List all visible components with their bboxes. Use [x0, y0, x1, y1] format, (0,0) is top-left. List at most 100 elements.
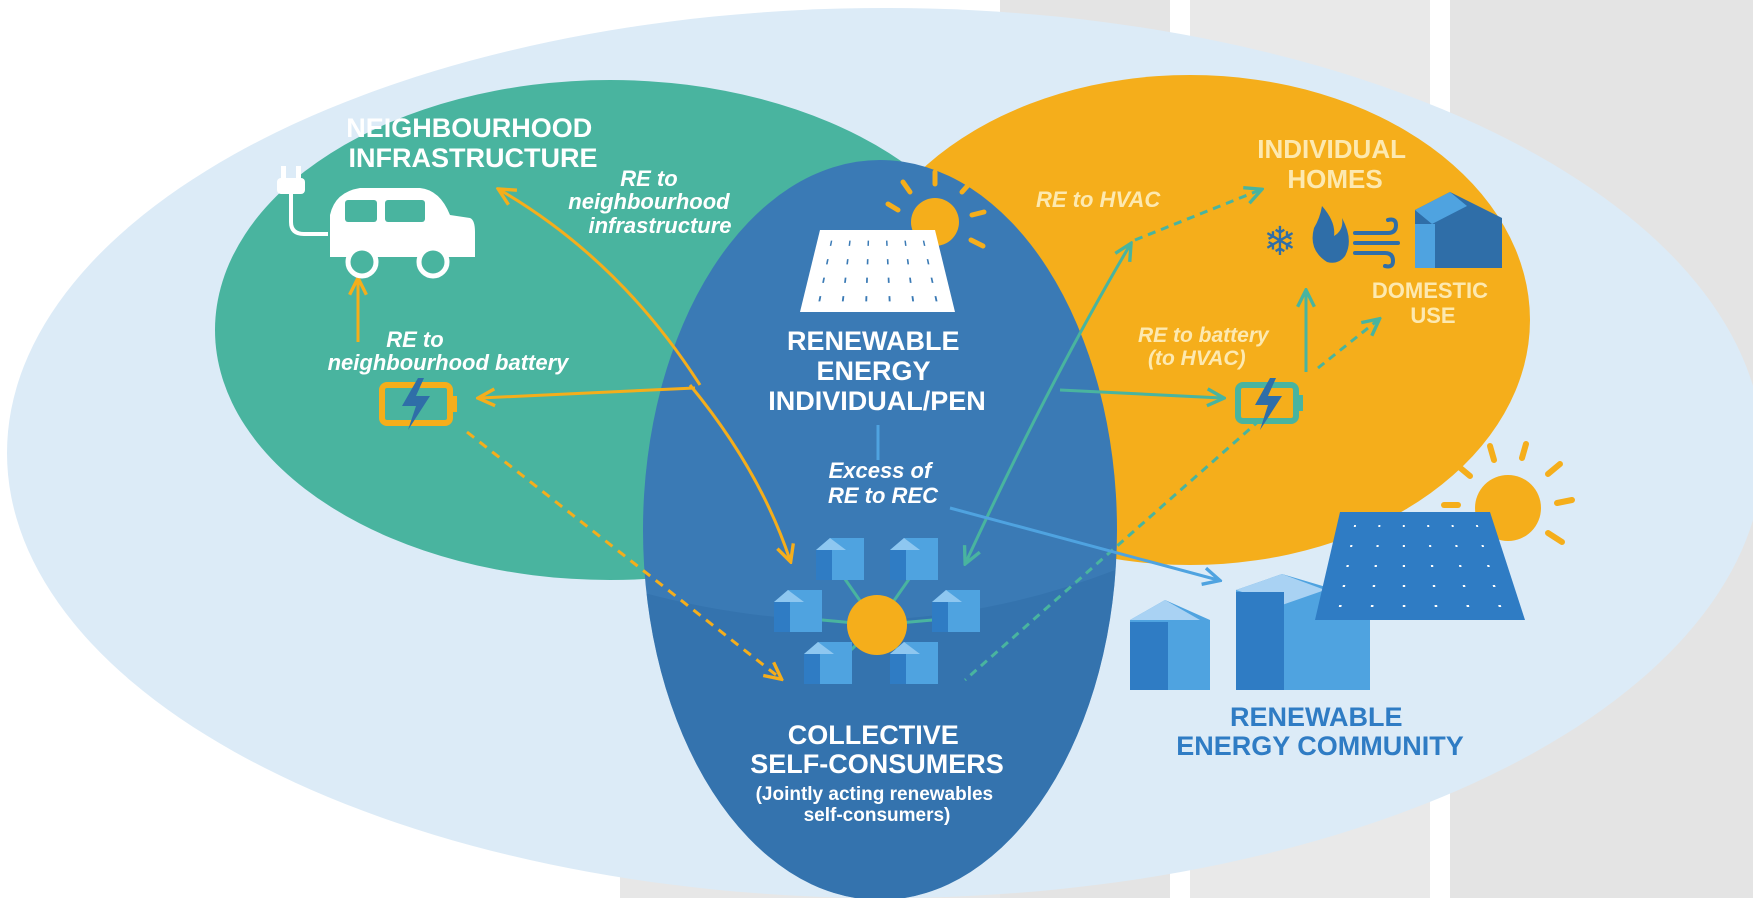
plug-icon	[277, 166, 328, 236]
house-icon	[1415, 192, 1502, 268]
solar-cell	[1402, 605, 1406, 607]
svg-text:INDIVIDUAL HOMES: INDIVIDUAL HOMES	[1257, 134, 1413, 194]
solar-cell	[887, 277, 890, 283]
domestic-use-line1: DOMESTIC	[1372, 278, 1488, 303]
solar-cell	[926, 259, 930, 265]
solar-cell	[867, 240, 870, 246]
pen-title-line1: RENEWABLE	[787, 326, 960, 356]
solar-cell	[1481, 545, 1485, 547]
homes-title-line2: HOMES	[1287, 164, 1382, 194]
community-houses	[774, 538, 980, 684]
solar-cell	[822, 277, 825, 283]
solar-cell	[1374, 565, 1377, 567]
arrow-re-to-nb-battery	[480, 386, 696, 398]
solar-cell	[1370, 605, 1374, 607]
svg-text:NEIGHBOURHOOD INFRASTRUCTU: NEIGHBOURHOOD INFRASTRUCTURE	[346, 113, 600, 173]
solar-cell	[886, 259, 889, 265]
solar-cell	[1462, 585, 1466, 587]
community-house	[816, 538, 864, 580]
re-to-battery-hvac-line2: (to HVAC)	[1148, 347, 1246, 370]
solar-cell	[934, 296, 938, 302]
solar-panel-icon-rec	[1315, 512, 1525, 620]
solar-cell	[1429, 545, 1432, 547]
arrow-re-to-infrastructure	[500, 190, 702, 386]
solar-cell	[1451, 525, 1454, 527]
arrow-nb-battery-to-collective	[466, 430, 780, 678]
collective-subtitle-line2: self-consumers)	[804, 805, 951, 826]
solar-cell	[1458, 565, 1462, 567]
re-to-nb-battery-line1: RE to	[386, 327, 443, 352]
solar-cell	[866, 277, 868, 283]
community-house	[890, 538, 938, 580]
wind-icon	[1353, 217, 1400, 269]
solar-cell	[911, 296, 915, 302]
community-house	[932, 590, 980, 632]
solar-cell	[1455, 545, 1458, 547]
arrow-hvac-dashed	[1134, 190, 1260, 242]
solar-cell	[1372, 585, 1376, 587]
neighbourhood-title-line1: NEIGHBOURHOOD	[346, 113, 592, 143]
solar-panel-cells-rec	[1338, 525, 1502, 607]
battery-icon-neighbourhood	[379, 378, 457, 430]
svg-text:RE to neighbourhood batter: RE to neighbourhood battery	[328, 327, 571, 375]
re-to-infra-line1: RE to	[620, 166, 677, 191]
pen-title-line2: ENERGY	[816, 356, 930, 386]
ev-car-icon	[330, 188, 475, 279]
solar-cell	[1376, 545, 1379, 547]
flame-icon	[1312, 206, 1349, 263]
solar-cell	[1434, 605, 1438, 607]
solar-cell	[1432, 585, 1436, 587]
solar-cell	[886, 240, 888, 246]
re-to-hvac-label: RE to HVAC	[1036, 187, 1161, 212]
svg-text:RE to battery (to HVAC): RE to battery (to HVAC)	[1138, 324, 1275, 370]
snowflake-icon: ❄	[1263, 219, 1297, 265]
solar-cell	[888, 296, 891, 302]
re-to-battery-hvac-line1: RE to battery	[1138, 324, 1270, 347]
community-house	[890, 642, 938, 684]
solar-cell	[922, 240, 926, 246]
collective-title-line1: COLLECTIVE	[788, 720, 959, 750]
arrow-home-battery-to-collective	[964, 418, 1261, 682]
domestic-use-line2: USE	[1410, 303, 1455, 328]
solar-cell	[1402, 585, 1406, 587]
solar-cell	[1378, 525, 1381, 527]
re-to-nb-battery-line2: neighbourhood battery	[328, 350, 571, 375]
community-network-icon	[774, 538, 980, 684]
svg-text:RE to neighbourhood in: RE to neighbourhood infrastructure	[568, 166, 735, 238]
solar-cell	[1466, 605, 1470, 607]
solar-cell	[930, 277, 934, 283]
excess-label-line2: RE to REC	[828, 483, 939, 508]
solar-cell	[866, 259, 869, 265]
rec-title-line2: ENERGY COMMUNITY	[1176, 731, 1464, 761]
solar-cell	[1475, 525, 1479, 527]
solar-cell	[1353, 525, 1357, 527]
solar-cell	[1402, 545, 1405, 547]
collective-title-line2: SELF-CONSUMERS	[750, 749, 1004, 779]
svg-text:RENEWABLE ENERGY COMMUNITY: RENEWABLE ENERGY COMMUNITY	[1176, 702, 1464, 761]
solar-cell	[1402, 565, 1406, 567]
svg-text:RENEWABLE ENERGY INDIV: RENEWABLE ENERGY INDIVIDUAL/PEN	[768, 326, 986, 416]
solar-cell	[904, 240, 907, 246]
solar-panel-cells	[818, 240, 938, 302]
solar-cell	[825, 259, 829, 265]
svg-text:DOMESTIC USE: DOMESTIC USE	[1372, 278, 1494, 328]
solar-cell	[818, 296, 822, 302]
solar-cell	[1427, 525, 1430, 527]
svg-text:Excess of RE to REC: Excess of RE to REC	[828, 458, 939, 508]
arrow-collective-to-hvac	[966, 245, 1130, 562]
collective-subtitle-line1: (Jointly acting renewables	[756, 784, 994, 805]
community-house	[774, 590, 822, 632]
solar-cell	[909, 277, 912, 283]
re-to-infra-line3: infrastructure	[588, 213, 731, 238]
excess-label-line1: Excess of	[829, 458, 934, 483]
solar-cell	[1342, 585, 1346, 587]
solar-cell	[1487, 565, 1490, 567]
solar-cell	[1338, 605, 1342, 607]
solar-cell	[848, 240, 851, 246]
svg-text:(Jointly acting renewables: (Jointly acting renewables self-consumer…	[756, 784, 999, 826]
re-to-infra-line2: neighbourhood	[568, 189, 730, 214]
solar-cell	[829, 240, 833, 246]
solar-cell	[841, 296, 845, 302]
solar-cell	[1346, 565, 1349, 567]
